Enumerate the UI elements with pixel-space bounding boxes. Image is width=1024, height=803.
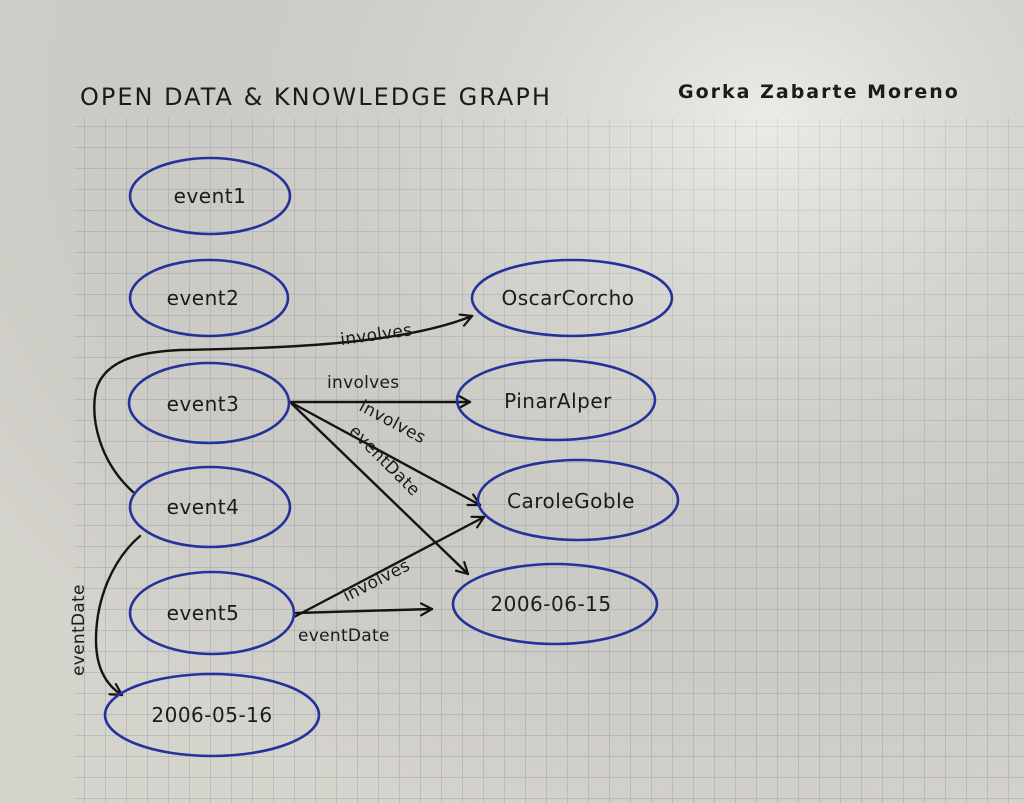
node-label: PinarAlper [504, 389, 612, 413]
node-event1: event1 [128, 156, 292, 236]
edge-label-involves: involves [327, 373, 399, 393]
node-event2: event2 [128, 258, 290, 338]
edge-event4-date1: eventDate [69, 534, 142, 697]
node-oscar-corcho: OscarCorcho [470, 258, 674, 338]
node-label: event2 [167, 286, 240, 310]
node-label: 2006-06-15 [490, 592, 611, 616]
nodes-layer: event1 event2 event3 event4 event5 2006-… [103, 156, 680, 758]
node-label: CaroleGoble [507, 489, 635, 513]
node-event5: event5 [128, 570, 296, 656]
node-label: OscarCorcho [501, 286, 634, 310]
node-carole-goble: CaroleGoble [476, 458, 680, 542]
edge-label-eventdate: eventDate [298, 626, 390, 646]
edge-label-eventdate: eventDate [69, 584, 89, 676]
node-label: event5 [167, 601, 240, 625]
edge-event5-date2: eventDate [294, 609, 434, 646]
node-label: event3 [167, 392, 240, 416]
node-date-2006-05-16: 2006-05-16 [103, 672, 321, 758]
edge-event3-pinar: involves [288, 373, 472, 402]
node-date-2006-06-15: 2006-06-15 [451, 562, 659, 646]
node-label: event4 [167, 495, 240, 519]
page-title: OPEN DATA & KNOWLEDGE GRAPH [80, 83, 552, 111]
node-event3: event3 [127, 361, 291, 445]
node-label: event1 [174, 184, 247, 208]
node-pinar-alper: PinarAlper [455, 358, 657, 442]
node-label: 2006-05-16 [151, 703, 272, 727]
node-event4: event4 [128, 465, 292, 549]
author-name: Gorka Zabarte Moreno [678, 81, 960, 103]
